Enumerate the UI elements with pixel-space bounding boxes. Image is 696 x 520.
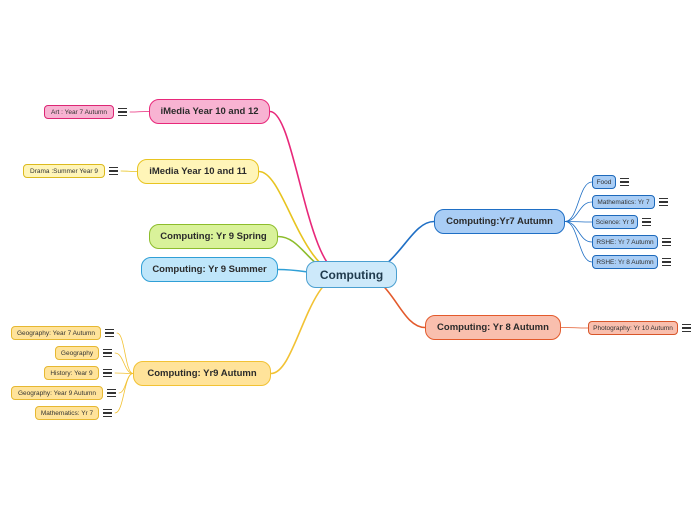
note-icon-line xyxy=(105,332,114,334)
subtopic[interactable]: Drama :Summer Year 9 xyxy=(23,164,105,178)
note-icon[interactable] xyxy=(117,107,128,117)
sub-connector xyxy=(564,221,593,243)
note-icon[interactable] xyxy=(106,388,117,398)
note-icon-line xyxy=(642,218,651,220)
note-icon[interactable] xyxy=(108,166,119,176)
subtopic[interactable]: Mathematics: Yr 7 xyxy=(35,406,99,420)
sub-connector xyxy=(114,352,134,374)
subtopic[interactable]: Science: Yr 9 xyxy=(592,215,638,229)
note-icon[interactable] xyxy=(104,328,115,338)
topic-imedia-10-11[interactable]: iMedia Year 10 and 11 xyxy=(137,159,259,184)
topic-yr8-autumn[interactable]: Computing: Yr 8 Autumn xyxy=(425,315,561,340)
subtopic[interactable]: Geography: Year 9 Autumn xyxy=(11,386,103,400)
note-icon-line xyxy=(109,170,118,172)
note-icon[interactable] xyxy=(619,177,630,187)
note-icon-line xyxy=(118,114,127,116)
subtopic[interactable]: Food xyxy=(592,175,616,189)
sub-connector xyxy=(114,373,134,414)
note-icon-line xyxy=(118,108,127,110)
note-icon-line xyxy=(103,415,112,417)
note-icon-line xyxy=(109,173,118,175)
note-icon-line xyxy=(103,375,112,377)
topic-yr9-autumn[interactable]: Computing: Yr9 Autumn xyxy=(133,361,271,386)
topic-imedia-10-12[interactable]: iMedia Year 10 and 12 xyxy=(149,99,270,124)
note-icon[interactable] xyxy=(661,237,672,247)
note-icon-line xyxy=(659,198,668,200)
sub-connector xyxy=(564,221,593,263)
note-icon[interactable] xyxy=(658,197,669,207)
note-icon-line xyxy=(107,392,116,394)
note-icon-line xyxy=(620,178,629,180)
sub-connector xyxy=(564,181,593,222)
subtopic[interactable]: Geography: Year 7 Autumn xyxy=(11,326,101,340)
note-icon[interactable] xyxy=(641,217,652,227)
sub-connector xyxy=(560,327,589,329)
branch-connector-yr9-autumn xyxy=(270,273,345,375)
note-icon[interactable] xyxy=(102,348,113,358)
note-icon-line xyxy=(103,352,112,354)
note-icon-line xyxy=(682,327,691,329)
note-icon-line xyxy=(662,238,671,240)
note-icon-line xyxy=(103,409,112,411)
topic-yr9-spring[interactable]: Computing: Yr 9 Spring xyxy=(149,224,278,249)
subtopic[interactable]: RSHE: Yr 7 Autumn xyxy=(592,235,658,249)
note-icon-line xyxy=(682,330,691,332)
note-icon-line xyxy=(105,329,114,331)
note-icon[interactable] xyxy=(102,368,113,378)
note-icon-line xyxy=(620,181,629,183)
note-icon-line xyxy=(107,389,116,391)
central-topic[interactable]: Computing xyxy=(306,261,397,288)
branch-connector-imedia-10-12 xyxy=(269,110,345,276)
note-icon-line xyxy=(118,111,127,113)
note-icon-line xyxy=(620,184,629,186)
note-icon-line xyxy=(103,372,112,374)
note-icon-line xyxy=(103,355,112,357)
note-icon-line xyxy=(103,349,112,351)
subtopic[interactable]: Art : Year 7 Autumn xyxy=(44,105,114,119)
subtopic[interactable]: Mathematics: Yr 7 xyxy=(592,195,655,209)
note-icon-line xyxy=(642,224,651,226)
subtopic[interactable]: RSHE: Yr 8 Autumn xyxy=(592,255,658,269)
sub-connector xyxy=(129,111,150,113)
note-icon-line xyxy=(109,167,118,169)
subtopic[interactable]: History: Year 9 xyxy=(44,366,99,380)
note-icon[interactable] xyxy=(102,408,113,418)
note-icon-line xyxy=(105,335,114,337)
note-icon-line xyxy=(662,258,671,260)
note-icon-line xyxy=(662,241,671,243)
note-icon-line xyxy=(662,261,671,263)
topic-yr9-summer[interactable]: Computing: Yr 9 Summer xyxy=(141,257,278,282)
note-icon-line xyxy=(659,201,668,203)
note-icon-line xyxy=(682,324,691,326)
note-icon-line xyxy=(103,369,112,371)
note-icon-line xyxy=(642,221,651,223)
note-icon[interactable] xyxy=(661,257,672,267)
sub-connector xyxy=(114,372,134,374)
subtopic[interactable]: Photography: Yr 10 Autumn xyxy=(588,321,678,335)
sub-connector xyxy=(118,373,134,394)
note-icon[interactable] xyxy=(681,323,692,333)
topic-yr7-autumn[interactable]: Computing:Yr7 Autumn xyxy=(434,209,565,234)
note-icon-line xyxy=(107,395,116,397)
note-icon-line xyxy=(659,204,668,206)
sub-connector xyxy=(116,332,134,374)
note-icon-line xyxy=(662,244,671,246)
note-icon-line xyxy=(103,412,112,414)
note-icon-line xyxy=(662,264,671,266)
sub-connector xyxy=(120,170,138,172)
subtopic[interactable]: Geography xyxy=(55,346,99,360)
sub-connector xyxy=(564,201,593,222)
